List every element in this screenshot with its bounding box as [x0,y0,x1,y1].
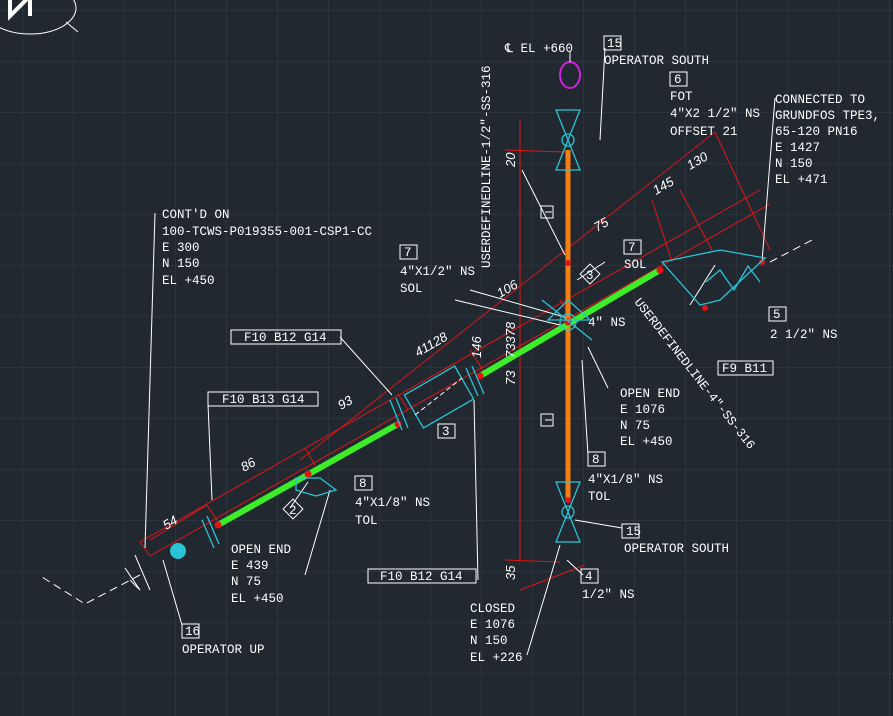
gasket-icon [559,61,581,89]
closed-n: N 150 [470,634,508,648]
dim-145: 145 [650,173,677,197]
dim-106: 106 [494,276,521,300]
flange-label-right: F9 B11 [722,362,767,376]
tag-7-left: 7 [404,246,412,260]
open-end-right: OPEN END [620,387,680,401]
operator-valve-icon[interactable] [170,543,186,559]
flange-label-top: F10 B12 G14 [244,331,327,345]
tag-8-right: 8 [592,453,600,467]
operator-south-bottom: OPERATOR SOUTH [624,542,729,556]
dim-130: 130 [684,148,711,172]
tag-7-right: 7 [628,241,636,255]
tag-15-top: 15 [607,37,622,51]
connected-pump: GRUNDFOS TPE3, [775,109,880,123]
connected-el: EL +471 [775,173,828,187]
open-end-right-el: EL +450 [620,435,673,449]
contd-e: E 300 [162,241,200,255]
operator-south-top: OPERATOR SOUTH [604,54,709,68]
tol-left: TOL [355,514,378,528]
contd-line: 100-TCWS-P019355-001-CSP1-CC [162,225,372,239]
support-marker [540,413,554,427]
closed-e: E 1076 [470,618,515,632]
connected-to: CONNECTED TO [775,93,865,107]
open-end-right-e: E 1076 [620,403,665,417]
dim-35: 35 [503,565,518,580]
dim-86: 86 [238,454,259,475]
connected-model: 65-120 PN16 [775,125,858,139]
dim-75: 75 [591,214,612,235]
tag-5: 5 [773,308,781,322]
dim-93: 93 [335,392,356,413]
operator-up: OPERATOR UP [182,643,265,657]
tol-right-size: 4"X1/8" NS [588,473,663,487]
sol-left: SOL [400,282,423,296]
ns-half: 1/2" NS [582,588,635,602]
dim-54: 54 [160,512,180,532]
contd-on: CONT'D ON [162,208,230,222]
fot-label: FOT [670,90,693,104]
label-boxes [181,35,787,639]
contd-el: EL +450 [162,274,215,288]
leader-lines [41,47,813,656]
open-end-left-e: E 439 [231,559,269,573]
centerline-elevation: ℄ EL +660 [504,42,573,56]
tag-15-bottom: 15 [626,525,641,539]
ns-2-half: 2 1/2" NS [770,328,838,342]
tag-2-diamond: 2 [289,504,297,518]
dim-73: 73 [503,370,518,385]
closed-el: EL +226 [470,651,523,665]
support-marker [540,205,554,219]
sol-left-size: 4"X1/2" NS [400,265,475,279]
ns-4: 4" NS [588,316,626,330]
tol-left-size: 4"X1/8" NS [355,496,430,510]
contd-n: N 150 [162,257,200,271]
tag-6: 6 [674,73,682,87]
dim-41128: 41128 [412,329,451,360]
connected-n: N 150 [775,157,813,171]
tag-3: 3 [442,425,450,439]
tol-right: TOL [588,490,611,504]
open-end-right-n: N 75 [620,419,650,433]
open-end-left: OPEN END [231,543,291,557]
sol-right: SOL [624,258,647,272]
open-end-left-n: N 75 [231,575,261,589]
tag-16: 16 [185,625,200,639]
dim-20: 20 [503,152,518,168]
connected-e: E 1427 [775,141,820,155]
tag-4: 4 [585,570,593,584]
closed-label: CLOSED [470,602,515,616]
fot-offset: OFFSET 21 [670,125,738,139]
dim-146: 146 [469,336,484,358]
fot-size: 4"X2 1/2" NS [670,107,760,121]
flange-label-mid: F10 B13 G14 [222,393,305,407]
flange-label-bottom: F10 B12 G14 [380,570,463,584]
dim-73378: 73378 [503,321,518,358]
open-end-left-el: EL +450 [231,592,284,606]
tag-3-diamond: 3 [586,269,594,283]
tag-8-left: 8 [359,477,367,491]
fittings [124,109,767,591]
userline-vertical: USERDEFINEDLINE-1/2"-SS-316 [480,65,494,268]
north-arrow-icon [0,0,79,35]
